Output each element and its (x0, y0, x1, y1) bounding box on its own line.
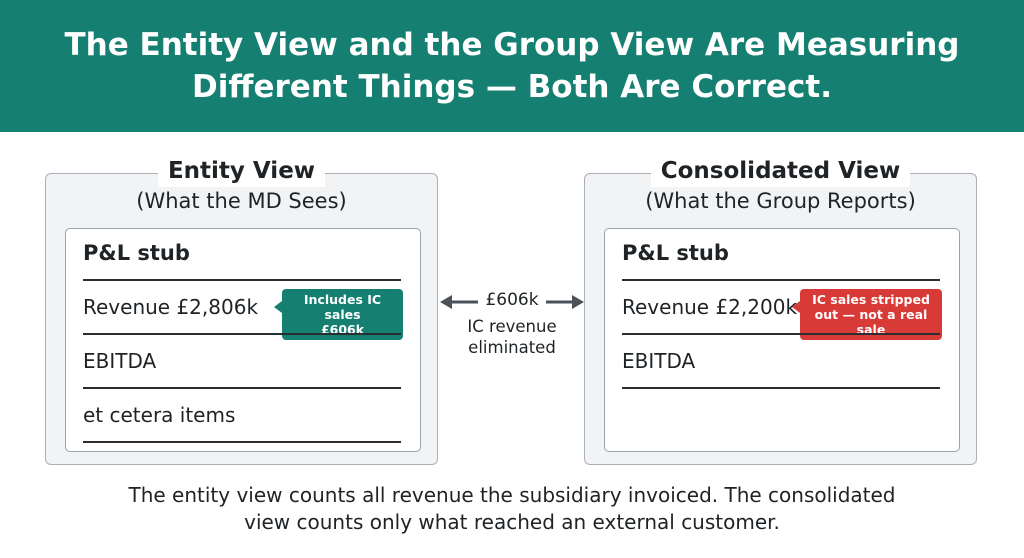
consolidated-pl-stub-title: P&L stub (622, 241, 729, 265)
entity-pl-card: P&L stub Revenue £2,806k Includes IC sal… (65, 228, 421, 452)
footer-note-line2: view counts only what reached an externa… (244, 510, 780, 534)
ic-description-line1: IC revenue (467, 317, 557, 336)
consolidated-ebitda-label: EBITDA (622, 349, 696, 373)
title-banner: The Entity View and the Group View Are M… (0, 0, 1024, 132)
entity-revenue-label: Revenue £2,806k (83, 295, 259, 319)
entity-view-title: Entity View (157, 155, 326, 187)
entity-view-subtitle: (What the MD Sees) (136, 189, 347, 213)
entity-revenue-row: Revenue £2,806k Includes IC sales £606k (83, 279, 403, 340)
footer-note: The entity view counts all revenue the s… (0, 482, 1024, 536)
ic-elimination-connector: £606k IC revenue eliminated (440, 288, 584, 358)
entity-etc-label: et cetera items (83, 403, 236, 427)
page-title-line2: Different Things — Both Are Correct. (192, 69, 832, 105)
double-arrow: £606k (440, 288, 584, 316)
consolidated-view-panel: Consolidated View (What the Group Report… (584, 155, 977, 465)
double-arrow-icon (440, 295, 584, 309)
ic-description: IC revenue eliminated (440, 316, 584, 358)
consolidated-view-subtitle: (What the Group Reports) (645, 189, 916, 213)
page-title: The Entity View and the Group View Are M… (32, 24, 992, 108)
consolidated-ebitda-row: EBITDA (622, 333, 940, 389)
consolidated-ic-callout-line1: IC sales stripped (812, 292, 930, 307)
consolidated-revenue-row: Revenue £2,200k IC sales stripped out — … (622, 279, 942, 340)
entity-view-heading: Entity View (What the MD Sees) (46, 155, 437, 215)
entity-pl-stub-title: P&L stub (83, 241, 190, 265)
consolidated-ic-callout: IC sales stripped out — not a real sale (792, 289, 942, 340)
ic-description-line2: eliminated (468, 338, 556, 357)
entity-ebitda-label: EBITDA (83, 349, 157, 373)
page-title-line1: The Entity View and the Group View Are M… (64, 27, 960, 63)
consolidated-view-title: Consolidated View (650, 155, 911, 187)
ic-amount: £606k (485, 290, 539, 310)
entity-ic-callout-line1: Includes IC sales (303, 292, 382, 322)
entity-view-panel: Entity View (What the MD Sees) P&L stub … (45, 155, 438, 465)
entity-ebitda-row: EBITDA (83, 333, 401, 387)
consolidated-pl-card: P&L stub Revenue £2,200k IC sales stripp… (604, 228, 960, 452)
consolidated-view-heading: Consolidated View (What the Group Report… (585, 155, 976, 215)
entity-etc-row: et cetera items (83, 387, 401, 443)
footer-note-line1: The entity view counts all revenue the s… (128, 483, 896, 507)
consolidated-revenue-label: Revenue £2,200k (622, 295, 798, 319)
entity-ic-callout: Includes IC sales £606k (274, 289, 403, 340)
